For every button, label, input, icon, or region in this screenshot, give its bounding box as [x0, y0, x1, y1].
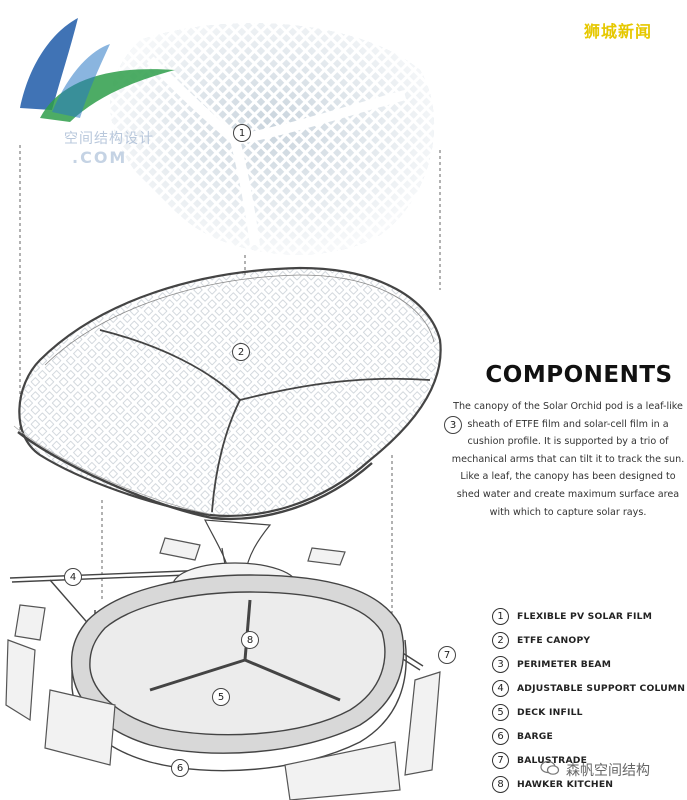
- pv-solar-film: [110, 23, 435, 255]
- legend-number: 2: [492, 631, 509, 649]
- callout-4: 4: [64, 568, 82, 586]
- callout-6: 6: [171, 759, 189, 777]
- projection-guides: [19, 145, 441, 620]
- callout-5: 5: [212, 688, 230, 706]
- components-heading: COMPONENTS: [485, 362, 673, 388]
- legend-label: FLEXIBLE PV SOLAR FILM: [517, 610, 653, 622]
- legend-number: 4: [492, 679, 509, 697]
- callout-8: 8: [241, 631, 259, 649]
- wechat-icon: [540, 760, 560, 775]
- legend-number: 6: [492, 727, 509, 745]
- components-description: The canopy of the Solar Orchid pod is a …: [451, 401, 685, 518]
- legend-label: ETFE CANOPY: [517, 634, 591, 646]
- legend-label: BALUSTRADE: [517, 754, 588, 766]
- etfe-canopy: [13, 266, 442, 521]
- legend-label: HAWKER KITCHEN: [517, 778, 614, 790]
- legend-label: DECK INFILL: [517, 706, 583, 718]
- legend-item: 3 PERIMETER BEAM: [492, 652, 687, 676]
- legend-label: ADJUSTABLE SUPPORT COLUMN: [517, 682, 686, 694]
- legend-item: 1 FLEXIBLE PV SOLAR FILM: [492, 604, 687, 628]
- callout-3: 3: [444, 416, 462, 434]
- component-legend: 1 FLEXIBLE PV SOLAR FILM 2 ETFE CANOPY 3 PE…: [492, 604, 687, 796]
- watermark-account-prefix: 森帆: [566, 763, 594, 779]
- callout-2: 2: [232, 343, 250, 361]
- legend-label: BARGE: [517, 730, 554, 742]
- legend-label: PERIMETER BEAM: [517, 658, 612, 670]
- watermark-account-name: 森帆空间结构: [566, 760, 650, 780]
- legend-item: 8 HAWKER KITCHEN: [492, 772, 687, 796]
- legend-item: 2 ETFE CANOPY: [492, 628, 687, 652]
- balustrade: [5, 537, 441, 800]
- legend-item: 6 BARGE: [492, 724, 687, 748]
- watermark-account-suffix: 空间结构: [594, 763, 650, 779]
- legend-item: 5 DECK INFILL: [492, 700, 687, 724]
- legend-item: 7 BALUSTRADE: [492, 748, 687, 772]
- legend-number: 3: [492, 655, 509, 673]
- legend-number: 8: [492, 775, 509, 793]
- callout-7: 7: [438, 646, 456, 664]
- logo-watermark-icon: [20, 18, 175, 122]
- legend-item: 4 ADJUSTABLE SUPPORT COLUMN: [492, 676, 687, 700]
- callout-1: 1: [233, 124, 251, 142]
- barge-deck: [70, 574, 407, 772]
- legend-number: 7: [492, 751, 509, 769]
- legend-number: 1: [492, 607, 509, 625]
- watermark-site-text: 空间结构设计: [64, 131, 154, 147]
- watermark-site-domain: .COM: [72, 148, 128, 167]
- legend-number: 5: [492, 703, 509, 721]
- watermark-source-label: 狮城新闻: [584, 22, 653, 41]
